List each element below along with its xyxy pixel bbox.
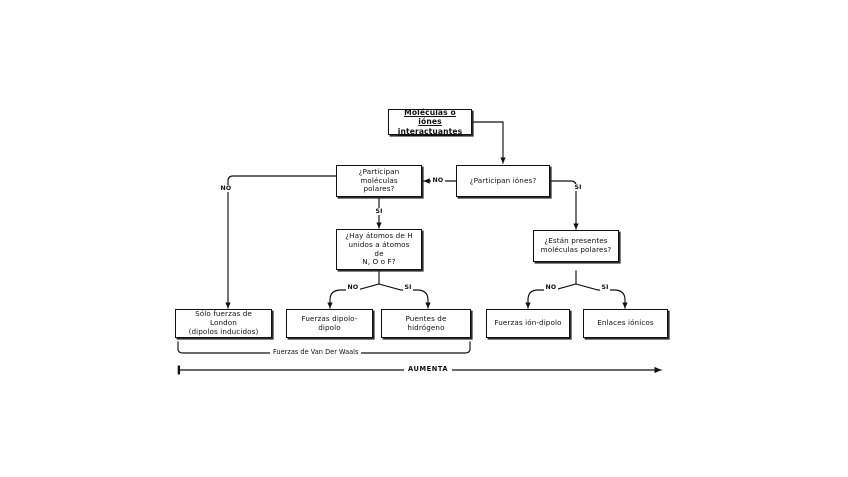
axis-label-aumenta: AUMENTA	[404, 365, 453, 373]
result-ion-dipolo-line1: Fuerzas ión-dipolo	[494, 318, 562, 328]
node-result-dipole-dipole[interactable]: Fuerzas dipolo-dipolo	[286, 309, 373, 338]
decision-polares-line1: ¿Participan moléculas	[358, 166, 400, 185]
decision-polares2-line2: moléculas polares?	[540, 245, 612, 254]
edge-label-polar2-no: NO	[544, 284, 558, 291]
node-result-london-forces[interactable]: Sólo fuerzas de London (dipolos inducido…	[175, 309, 272, 338]
result-london-line2: (dipolos inducidos)	[188, 326, 259, 336]
node-decision-polar-molecules-present[interactable]: ¿Están presentes moléculas polares?	[533, 230, 619, 262]
decision-polares-line2: polares?	[363, 184, 395, 194]
edge-label-hydrogen-si: SI	[403, 284, 414, 291]
node-result-hydrogen-bonds[interactable]: Puentes de hidrógeno	[381, 309, 471, 338]
decision-hidrogeno-line1: ¿Hay átomos de H	[345, 230, 413, 240]
edge-label-ions-si: SI	[573, 184, 584, 191]
decision-iones-line1: ¿Participan iónes?	[469, 175, 537, 185]
edge-label-hydrogen-no: NO	[346, 284, 360, 291]
bracket-label-van-der-waals: Fuerzas de Van Der Waals	[270, 348, 362, 356]
result-enlaces-line1: Enlaces iónicos	[597, 318, 654, 328]
node-title-line1: Moléculas o iónes	[404, 108, 456, 127]
edge-label-polar-si: SI	[374, 208, 385, 215]
node-result-ionic-bonds[interactable]: Enlaces iónicos	[583, 309, 668, 338]
edge-label-polar-no: NO	[219, 185, 233, 192]
node-decision-ions[interactable]: ¿Participan iónes?	[456, 165, 550, 197]
node-decision-polar-molecules[interactable]: ¿Participan moléculas polares?	[336, 165, 422, 197]
decision-polares2-line1: ¿Están presentes	[544, 236, 608, 246]
edge-label-polar2-si: SI	[600, 284, 611, 291]
node-decision-hydrogen-bonding[interactable]: ¿Hay átomos de H unidos a átomos de N, O…	[336, 229, 422, 270]
decision-hidrogeno-line3: N, O o F?	[362, 257, 396, 267]
result-dipolo-line1: Fuerzas dipolo-dipolo	[301, 313, 358, 332]
node-title-line2: interactuantes	[397, 126, 463, 136]
result-puentes-line1: Puentes de hidrógeno	[405, 313, 447, 332]
result-london-line1: Sólo fuerzas de London	[195, 309, 252, 328]
node-title-interacting-species[interactable]: Moléculas o iónes interactuantes	[388, 108, 472, 136]
edge-label-ions-no: NO	[431, 177, 445, 184]
decision-hidrogeno-line2: unidos a átomos de	[348, 239, 410, 258]
node-result-ion-dipole[interactable]: Fuerzas ión-dipolo	[486, 309, 570, 338]
